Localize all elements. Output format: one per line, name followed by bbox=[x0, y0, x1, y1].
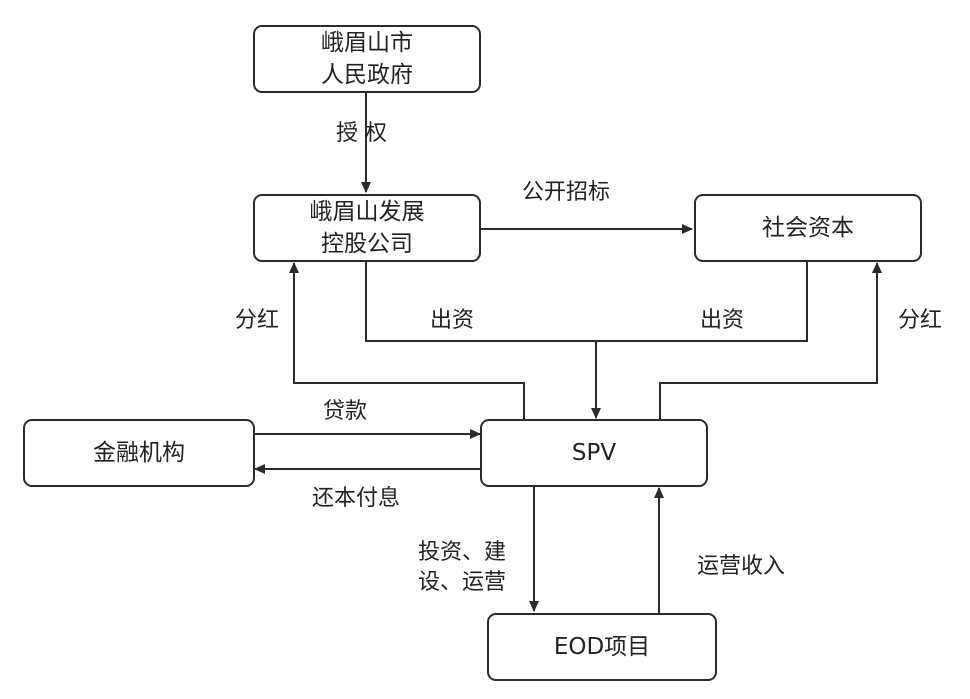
line-social-capital-investment bbox=[596, 261, 808, 342]
eod-label: EOD项目 bbox=[553, 634, 651, 660]
build-operate-label-line1: 投资、建 bbox=[418, 540, 507, 565]
loan-label: 贷款 bbox=[323, 399, 368, 424]
gov-label-line1: 峨眉山市 bbox=[321, 30, 413, 56]
holding-label-line2: 控股公司 bbox=[321, 231, 413, 257]
spv-node: SPV bbox=[480, 419, 708, 487]
build-operate-label: 投资、建 设、运营 bbox=[418, 538, 506, 598]
social-capital-label: 社会资本 bbox=[762, 215, 854, 241]
dividend-left-label: 分红 bbox=[235, 308, 280, 333]
spv-label: SPV bbox=[571, 440, 617, 466]
finance-institution-node: 金融机构 bbox=[23, 419, 255, 487]
authorize-label: 授 权 bbox=[336, 121, 387, 146]
gov-node: 峨眉山市 人民政府 bbox=[253, 25, 481, 93]
eod-project-node: EOD项目 bbox=[487, 613, 717, 681]
arrow-spv-dividend-to-holding bbox=[289, 262, 525, 420]
line-holding-investment bbox=[365, 261, 596, 342]
build-operate-label-line2: 设、运营 bbox=[418, 570, 507, 595]
holding-label-line1: 峨眉山发展 bbox=[309, 199, 425, 225]
arrow-spv-dividend-to-social-capital bbox=[659, 262, 882, 420]
public-tender-label: 公开招标 bbox=[522, 180, 611, 205]
operating-income-label: 运营收入 bbox=[697, 554, 786, 579]
social-capital-node: 社会资本 bbox=[694, 194, 922, 262]
finance-label: 金融机构 bbox=[93, 440, 185, 466]
investment-right-label: 出资 bbox=[700, 308, 745, 333]
dividend-right-label: 分红 bbox=[898, 308, 943, 333]
holding-company-node: 峨眉山发展 控股公司 bbox=[253, 194, 481, 262]
investment-left-label: 出资 bbox=[430, 308, 475, 333]
repay-label: 还本付息 bbox=[312, 486, 401, 511]
gov-label-line2: 人民政府 bbox=[321, 62, 413, 88]
